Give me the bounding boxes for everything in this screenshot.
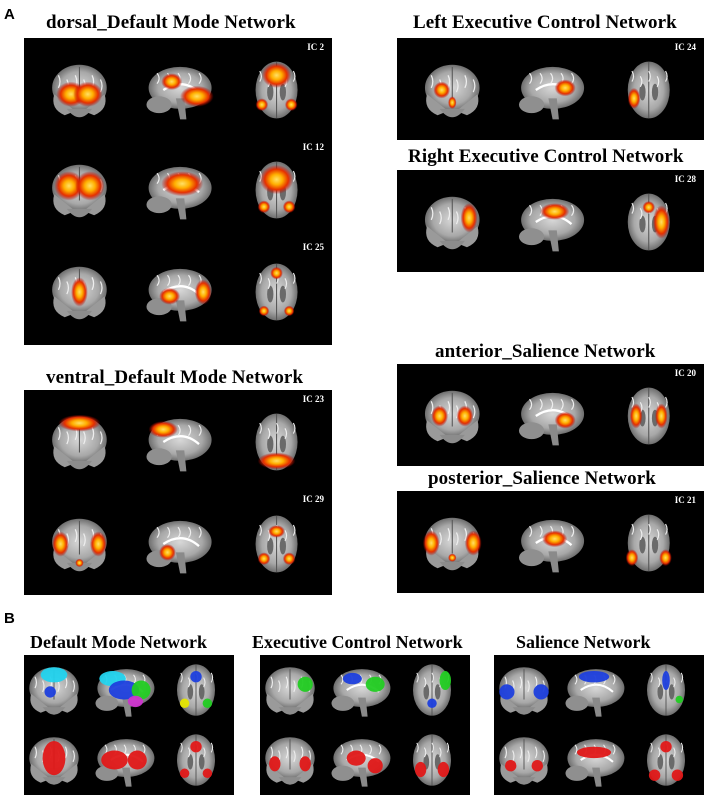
ic-label: IC 24 [674,42,696,52]
ventral-dmn-panel: IC 23 IC 29 [24,390,332,595]
left-ecn-panel: IC 24 [397,38,704,140]
anterior-sn-title: anterior_Salience Network [435,341,656,362]
ic-label: IC 21 [674,495,696,505]
b-dmn-title: Default Mode Network [30,632,207,652]
b-ecn-panel [260,655,470,795]
posterior-sn-title: posterior_Salience Network [428,468,656,489]
ic-label: IC 29 [302,494,324,504]
b-ecn-title: Executive Control Network [252,632,463,652]
right-ecn-panel: IC 28 [397,170,704,272]
posterior-sn-panel: IC 21 [397,491,704,593]
dorsal-dmn-title: dorsal_Default Mode Network [46,12,296,33]
panel-b-letter: B [4,610,15,627]
left-ecn-title: Left Executive Control Network [413,12,677,33]
panel-a-letter: A [4,6,15,23]
anterior-sn-panel: IC 20 [397,364,704,466]
ventral-dmn-title: ventral_Default Mode Network [46,367,304,388]
b-sn-title: Salience Network [516,632,651,652]
b-sn-panel [494,655,704,795]
ic-label: IC 12 [302,142,324,152]
ic-label: IC 25 [302,242,324,252]
ic-label: IC 28 [674,174,696,184]
ic-label: IC 20 [674,368,696,378]
dorsal-dmn-panel: IC 2 IC 12 IC 25 [24,38,332,345]
b-dmn-panel [24,655,234,795]
right-ecn-title: Right Executive Control Network [408,146,684,167]
ic-label: IC 23 [302,394,324,404]
ic-label: IC 2 [307,42,324,52]
